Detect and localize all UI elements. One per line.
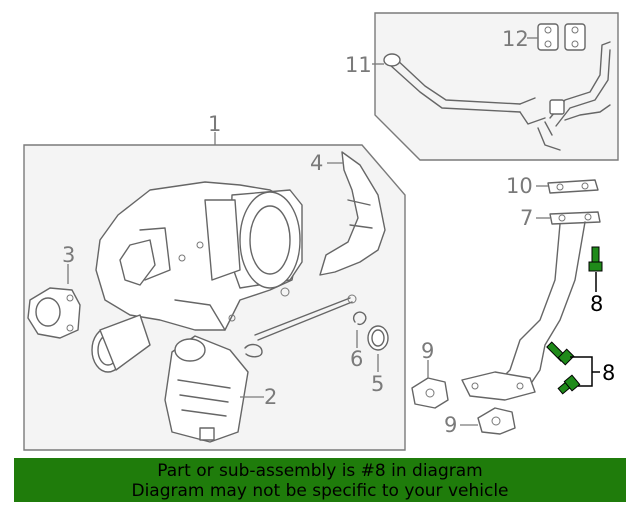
callout-12: 12 <box>502 27 529 51</box>
gasket-10[interactable] <box>547 179 599 194</box>
actuator-rod[interactable] <box>244 294 357 358</box>
part-info-banner: Part or sub-assembly is #8 in diagram Di… <box>14 458 626 502</box>
callout-3: 3 <box>62 243 75 267</box>
banner-line-2: Diagram may not be specific to your vehi… <box>131 481 509 501</box>
wastegate-actuator[interactable] <box>27 287 81 339</box>
callout-11: 11 <box>345 53 372 77</box>
bolt-8-vertical[interactable] <box>588 246 603 272</box>
callout-1: 1 <box>208 112 221 136</box>
actuator[interactable] <box>164 335 249 443</box>
callout-6: 6 <box>350 347 363 371</box>
callout-10: 10 <box>506 174 533 198</box>
callout-9-upper: 9 <box>421 339 434 363</box>
gasket-upper[interactable] <box>537 23 586 51</box>
callout-5: 5 <box>371 372 384 396</box>
parts-diagram: 1 2 3 4 5 6 7 8 8 9 9 10 11 12 <box>23 12 619 451</box>
callout-2: 2 <box>264 385 277 409</box>
bolt-8-lower[interactable] <box>557 374 581 395</box>
callout-4: 4 <box>310 151 323 175</box>
gasket-9-lower[interactable] <box>477 407 516 435</box>
callout-8-upper: 8 <box>590 292 603 316</box>
bolt-8-upper[interactable] <box>546 341 575 366</box>
banner-line-1: Part or sub-assembly is #8 in diagram <box>157 461 483 481</box>
callout-9-lower: 9 <box>444 413 457 437</box>
callout-8-lower: 8 <box>602 361 615 385</box>
heat-shield[interactable] <box>319 151 386 276</box>
callout-7: 7 <box>520 206 533 230</box>
oil-return-pipe[interactable] <box>461 211 601 401</box>
seal-ring[interactable] <box>367 325 389 351</box>
turbocharger[interactable] <box>91 181 303 373</box>
clip[interactable] <box>353 311 367 326</box>
oil-feed-pipe[interactable] <box>383 41 611 151</box>
gasket-9-upper[interactable] <box>411 377 449 409</box>
leader-8b <box>570 356 600 387</box>
